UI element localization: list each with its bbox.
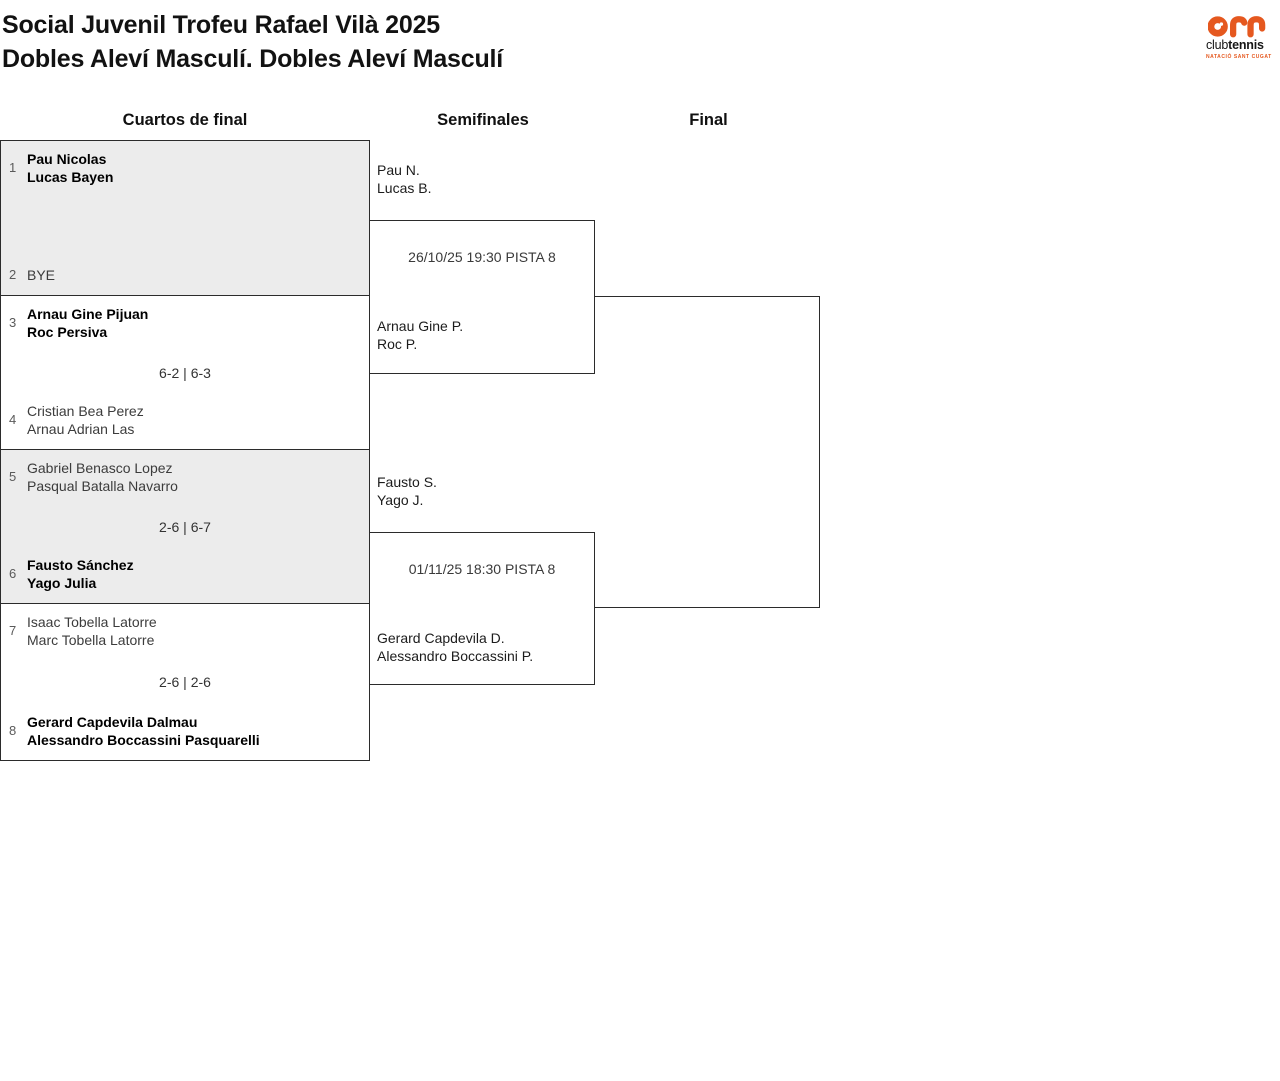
semifinal-2-top-team: Fausto S. Yago J. (377, 473, 437, 509)
semifinal-1-top-team: Pau N. Lucas B. (377, 161, 431, 197)
team-players: Pau Nicolas Lucas Bayen (27, 150, 369, 186)
quarterfinal-match-4: 7 Isaac Tobella Latorre Marc Tobella Lat… (0, 603, 370, 761)
team-row: 4 Cristian Bea Perez Arnau Adrian Las (1, 402, 369, 438)
player-name: Roc Persiva (27, 324, 108, 340)
team-row: 5 Gabriel Benasco Lopez Pasqual Batalla … (1, 459, 369, 495)
player-short-name: Yago J. (377, 492, 424, 508)
player-name: Cristian Bea Perez (27, 403, 144, 419)
player-name: Pau Nicolas (27, 151, 107, 167)
quarterfinal-match-1: 1 Pau Nicolas Lucas Bayen 2 BYE (0, 140, 370, 296)
final-match (594, 296, 820, 608)
match-score: 2-6 | 2-6 (159, 674, 211, 690)
team-players: Cristian Bea Perez Arnau Adrian Las (27, 402, 369, 438)
logo-tennis-word: tennis (1228, 38, 1264, 52)
player-name: Gabriel Benasco Lopez (27, 460, 173, 476)
team-row: 6 Fausto Sánchez Yago Julia (1, 556, 369, 592)
seed-number: 1 (9, 160, 17, 175)
team-row: 2 BYE (1, 266, 369, 284)
quarterfinals-column: 1 Pau Nicolas Lucas Bayen 2 BYE 3 (0, 140, 370, 761)
match-schedule: 26/10/25 19:30 PISTA 8 (408, 249, 556, 265)
seed-number: 8 (9, 723, 17, 738)
match-score: 6-2 | 6-3 (159, 364, 211, 381)
club-logo-text: clubtennis (1206, 39, 1274, 52)
team-players: Fausto Sánchez Yago Julia (27, 556, 369, 592)
logo-club-word: club (1206, 38, 1229, 52)
player-name: BYE (27, 267, 56, 283)
player-short-name: Fausto S. (377, 474, 437, 490)
player-name: Isaac Tobella Latorre (27, 614, 157, 630)
column-header-quarterfinals: Cuartos de final (122, 111, 248, 129)
semifinal-2-bottom-team: Gerard Capdevila D. Alessandro Boccassin… (377, 629, 533, 665)
player-short-name: Pau N. (377, 162, 420, 178)
player-name: Yago Julia (27, 575, 97, 591)
player-name: Marc Tobella Latorre (27, 632, 155, 648)
player-name: Lucas Bayen (27, 169, 114, 185)
club-logo[interactable]: clubtennis NATACIÓ SANT CUGAT (1206, 15, 1274, 60)
team-row: 8 Gerard Capdevila Dalmau Alessandro Boc… (1, 713, 369, 749)
bracket: 1 Pau Nicolas Lucas Bayen 2 BYE 3 (0, 140, 850, 800)
round-headers: Cuartos de final Semifinales Final (0, 110, 850, 132)
team-players: Arnau Gine Pijuan Roc Persiva (27, 305, 369, 341)
tournament-name: Social Juvenil Trofeu Rafael Vilà 2025 (2, 11, 440, 39)
player-name: Arnau Adrian Las (27, 421, 135, 437)
team-players: Isaac Tobella Latorre Marc Tobella Lator… (27, 613, 369, 649)
column-header-semifinals: Semifinales (437, 111, 529, 129)
semifinal-match-2: 01/11/25 18:30 PISTA 8 (369, 532, 595, 685)
team-row: 3 Arnau Gine Pijuan Roc Persiva (1, 305, 369, 341)
team-players: Gerard Capdevila Dalmau Alessandro Bocca… (27, 713, 369, 749)
player-short-name: Lucas B. (377, 180, 432, 196)
seed-number: 3 (9, 315, 17, 330)
player-short-name: Roc P. (377, 336, 418, 352)
player-short-name: Gerard Capdevila D. (377, 630, 505, 646)
seed-number: 2 (9, 267, 17, 282)
seed-number: 5 (9, 469, 17, 484)
player-name: Alessandro Boccassini Pasquarelli (27, 732, 260, 748)
seed-number: 6 (9, 566, 17, 581)
player-name: Pasqual Batalla Navarro (27, 478, 178, 494)
seed-number: 7 (9, 623, 17, 638)
match-schedule: 01/11/25 18:30 PISTA 8 (408, 561, 556, 577)
column-header-final: Final (689, 111, 728, 129)
ctn-monogram-icon (1208, 16, 1266, 38)
page-title: Social Juvenil Trofeu Rafael Vilà 2025 D… (2, 8, 503, 76)
team-row: 1 Pau Nicolas Lucas Bayen (1, 150, 369, 186)
team-players: BYE (27, 266, 369, 284)
category-name: Dobles Aleví Masculí. Dobles Aleví Mascu… (2, 45, 504, 73)
quarterfinal-match-2: 3 Arnau Gine Pijuan Roc Persiva 6-2 | 6-… (0, 295, 370, 450)
player-name: Arnau Gine Pijuan (27, 306, 149, 322)
team-row: 7 Isaac Tobella Latorre Marc Tobella Lat… (1, 613, 369, 649)
match-score: 2-6 | 6-7 (159, 518, 211, 535)
team-players: Gabriel Benasco Lopez Pasqual Batalla Na… (27, 459, 369, 495)
player-name: Gerard Capdevila Dalmau (27, 714, 198, 730)
player-name: Fausto Sánchez (27, 557, 134, 573)
player-short-name: Arnau Gine P. (377, 318, 464, 334)
club-logo-subtitle: NATACIÓ SANT CUGAT (1206, 54, 1272, 60)
player-short-name: Alessandro Boccassini P. (377, 648, 534, 664)
semifinal-1-bottom-team: Arnau Gine P. Roc P. (377, 317, 463, 353)
quarterfinal-match-3: 5 Gabriel Benasco Lopez Pasqual Batalla … (0, 449, 370, 604)
semifinal-match-1: 26/10/25 19:30 PISTA 8 (369, 220, 595, 374)
seed-number: 4 (9, 412, 17, 427)
